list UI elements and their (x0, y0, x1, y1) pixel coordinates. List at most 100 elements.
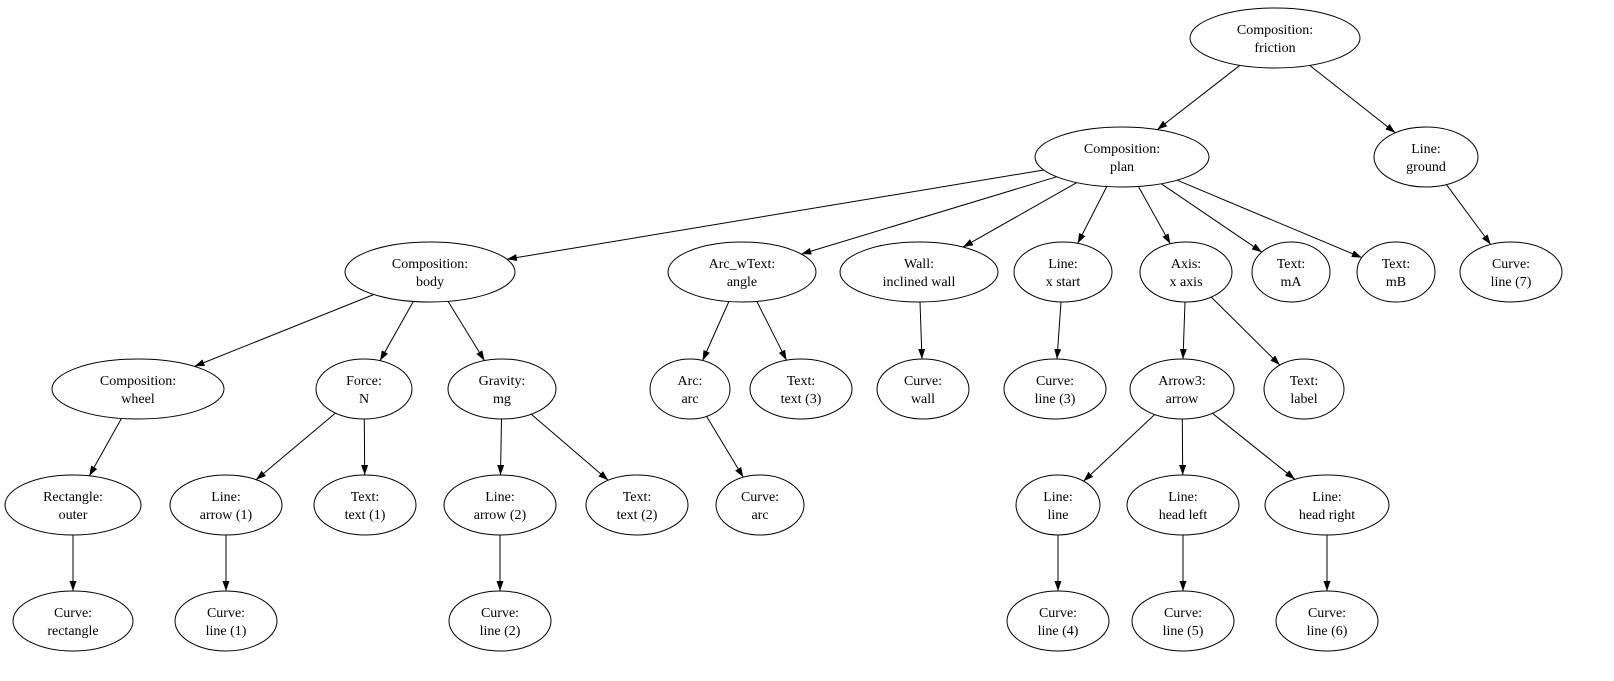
node-label-type-friction: Composition: (1237, 23, 1313, 38)
node-ellipse-arrow1 (169, 474, 283, 536)
node-label-type-line7: Curve: (1492, 257, 1530, 272)
node-label-type-line3: Curve: (1036, 374, 1074, 389)
node-ellipse-line7 (1459, 241, 1563, 303)
node-ellipse-text3 (749, 358, 853, 420)
node-label-type-plan: Composition: (1084, 142, 1160, 157)
nodes-layer: Composition:frictionComposition:planLine… (4, 7, 1563, 652)
node-label-type-line6: Curve: (1308, 606, 1346, 621)
node-line6: Curve: line (6) (1275, 590, 1379, 652)
node-ellipse-gravity (447, 358, 557, 420)
node-label-type-arc: Arc: (678, 374, 703, 389)
node-ellipse-wheel (51, 358, 225, 420)
node-line4: Curve:line (4) (1006, 590, 1110, 652)
node-label-name-mA: mA (1281, 275, 1303, 290)
edge-forceN-arrow1 (255, 412, 336, 481)
node-label-type-curvewall: Curve: (904, 374, 942, 389)
node-label-name-inclwall: inclined wall (883, 275, 956, 290)
node-label-name-line6: line (6) (1307, 624, 1348, 639)
node-ellipse-line1 (174, 590, 278, 652)
node-label-name-arrow1: arrow (1) (200, 508, 253, 523)
node-label-name-arrow3: arrow (1166, 392, 1200, 407)
node-label-type-arrow1: Line: (211, 490, 241, 505)
node-label-name-xaxis: x axis (1169, 275, 1202, 290)
node-label-name-line7: line (7) (1491, 275, 1532, 290)
node-ellipse-line5 (1131, 590, 1235, 652)
node-label-type-wheel: Composition: (100, 374, 176, 389)
edge-xaxis-arrow3 (1179, 301, 1187, 360)
node-label-name-wheel: wheel (121, 392, 155, 407)
node-ellipse-mB (1356, 241, 1436, 303)
node-label-name-curvearc: arc (751, 508, 768, 523)
node-label-name-outer: outer (59, 508, 88, 523)
edge-friction-plan (1156, 64, 1241, 130)
node-wheel: Composition: wheel (51, 358, 225, 420)
edge-arc-curvearc (706, 416, 744, 478)
node-gravity: Gravity:mg (447, 358, 557, 420)
node-ellipse-line4 (1006, 590, 1110, 652)
edge-xstart-line3 (1054, 301, 1062, 360)
node-ellipse-line6 (1275, 590, 1379, 652)
node-ellipse-angle (667, 241, 817, 303)
node-label-type-curvearc: Curve: (741, 490, 779, 505)
node-ellipse-curvearc (715, 474, 805, 536)
node-label-name-line4: line (4) (1038, 624, 1079, 639)
edges-layer (69, 64, 1492, 591)
node-ellipse-text1 (313, 474, 417, 536)
node-angle: Arc_wText:angle (667, 241, 817, 303)
node-ellipse-ground (1373, 126, 1479, 188)
node-label-name-text2: text (2) (617, 508, 658, 523)
node-line7: Curve: line (7) (1459, 241, 1563, 303)
edge-angle-arc (702, 301, 730, 361)
node-label-type-text2: Text: (623, 490, 652, 505)
node-label-name-line5: line (5) (1163, 624, 1204, 639)
node-ellipse-headleft (1126, 474, 1240, 536)
node-label-name-plan: plan (1110, 160, 1134, 175)
edge-plan-body (506, 169, 1044, 262)
node-label-name-ground: ground (1406, 160, 1446, 175)
node-label-name-text1: text (1) (345, 508, 386, 523)
node-label-name-forceN: N (359, 392, 369, 407)
node-line2: Curve: line (2) (448, 590, 552, 652)
node-label-name-line3: line (3) (1035, 392, 1076, 407)
node-text2: Text: text (2) (585, 474, 689, 536)
node-label-type-gravity: Gravity: (479, 374, 526, 389)
node-body: Composition:body (344, 241, 516, 303)
node-ellipse-mA (1251, 241, 1331, 303)
node-label-type-line5: Curve: (1164, 606, 1202, 621)
node-friction: Composition:friction (1189, 7, 1361, 69)
node-curverect: Curve:rectangle (12, 590, 134, 652)
node-ellipse-xstart (1013, 241, 1113, 303)
node-label-type-ground: Line: (1411, 142, 1441, 157)
node-arrow2: Line:arrow (2) (443, 474, 557, 536)
node-label-name-angle: angle (727, 275, 757, 290)
node-lineline: Line:line (1015, 474, 1101, 536)
node-label-name-curverect: rectangle (47, 624, 98, 639)
node-label-name-text3: text (3) (781, 392, 822, 407)
node-text1: Text:text (1) (313, 474, 417, 536)
edge-body-wheel (194, 294, 374, 367)
node-label-type-arrow2: Line: (485, 490, 515, 505)
node-ellipse-text2 (585, 474, 689, 536)
node-label-name-line2: line (2) (480, 624, 521, 639)
node-arrow1: Line: arrow (1) (169, 474, 283, 536)
node-label-name-body: body (416, 275, 444, 290)
node-label-name-lineline: line (1048, 508, 1069, 523)
node-ellipse-body (344, 241, 516, 303)
node-forceN: Force: N (315, 358, 413, 420)
node-ellipse-outer (4, 474, 142, 536)
edge-ground-line7 (1445, 184, 1492, 245)
node-ellipse-arrow3 (1129, 358, 1235, 420)
node-headleft: Line:head left (1126, 474, 1240, 536)
node-ellipse-line3 (1003, 358, 1107, 420)
node-ellipse-curvewall (876, 358, 970, 420)
node-label-type-xstart: Line: (1048, 257, 1078, 272)
node-ellipse-curverect (12, 590, 134, 652)
node-label-name-headleft: head left (1159, 508, 1208, 523)
node-label-name-curvewall: wall (911, 392, 935, 407)
node-label-type-headright: Line: (1312, 490, 1342, 505)
node-label-type-forceN: Force: (346, 374, 382, 389)
node-ellipse-line2 (448, 590, 552, 652)
node-label-type-line2: Curve: (481, 606, 519, 621)
